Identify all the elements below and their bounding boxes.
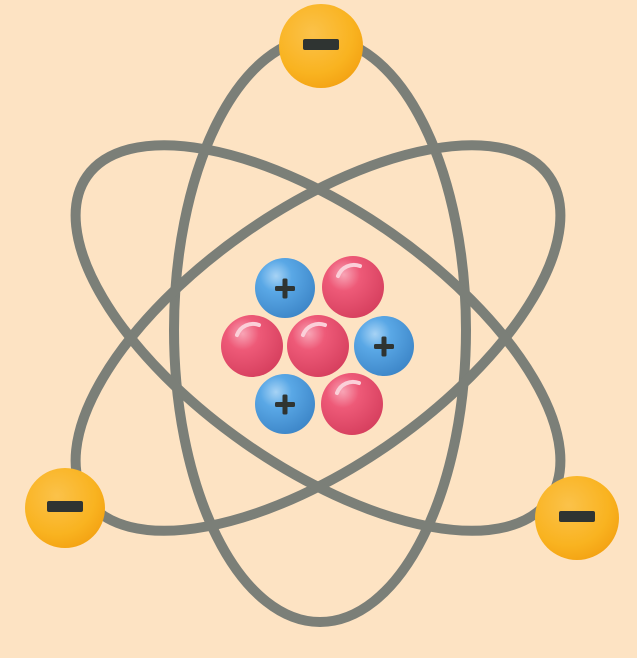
proton [255,258,315,318]
minus-icon [47,501,83,512]
neutron [221,315,283,377]
proton [255,374,315,434]
minus-icon [559,511,595,522]
neutron [321,373,383,435]
minus-icon [303,39,339,50]
electron-left [25,468,105,548]
electron-right [535,476,619,560]
neutron [287,315,349,377]
electron-top [279,4,363,88]
neutron [322,256,384,318]
proton [354,316,414,376]
